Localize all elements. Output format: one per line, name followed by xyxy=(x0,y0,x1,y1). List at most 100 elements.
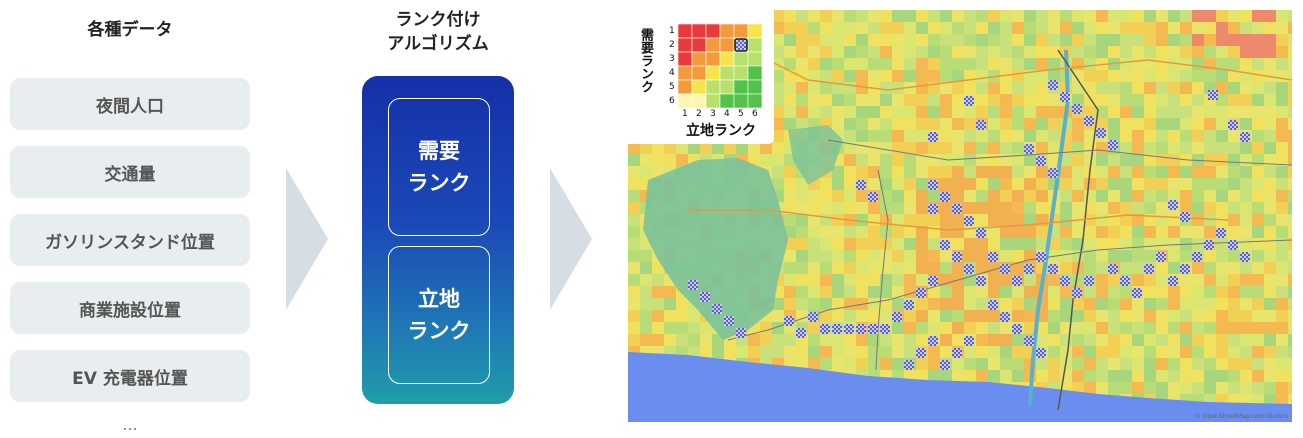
map-cell xyxy=(628,286,640,298)
map-cell xyxy=(628,178,640,190)
map-cell xyxy=(1096,370,1108,382)
map-cell xyxy=(1120,262,1132,274)
map-cell xyxy=(1228,46,1240,58)
map-cell xyxy=(1060,322,1072,334)
map-cell xyxy=(844,130,856,142)
map-cell xyxy=(1168,310,1180,322)
map-cell xyxy=(916,154,928,166)
map-cell xyxy=(1156,22,1168,34)
map-cell xyxy=(844,238,856,250)
map-cell xyxy=(1132,46,1144,58)
legend-cell xyxy=(747,51,762,67)
map-cell xyxy=(1180,178,1192,190)
map-cell xyxy=(1012,298,1024,310)
map-cell xyxy=(1072,166,1084,178)
map-cell xyxy=(1108,22,1120,34)
map-cell xyxy=(988,154,1000,166)
map-cell xyxy=(1036,94,1048,106)
map-cell xyxy=(856,46,868,58)
map-cell xyxy=(880,106,892,118)
legend-cell xyxy=(678,51,693,67)
map-cell xyxy=(952,82,964,94)
map-cell xyxy=(1264,166,1276,178)
map-cell xyxy=(856,34,868,46)
map-cell xyxy=(1120,70,1132,82)
map-cell xyxy=(1108,34,1120,46)
map-cell xyxy=(1216,322,1228,334)
map-cell xyxy=(1168,10,1180,22)
map-cell xyxy=(1216,118,1228,130)
map-cell xyxy=(916,106,928,118)
map-cell xyxy=(1192,178,1204,190)
map-highlight-cell xyxy=(1024,336,1034,346)
map-cell xyxy=(796,22,808,34)
map-cell xyxy=(1180,142,1192,154)
map-cell xyxy=(916,262,928,274)
map-cell xyxy=(868,202,880,214)
map-cell xyxy=(1264,322,1276,334)
map-cell xyxy=(640,142,652,154)
map-cell xyxy=(1096,166,1108,178)
map-cell xyxy=(1180,346,1192,358)
legend-x-tick: 3 xyxy=(710,109,716,119)
sea-shape xyxy=(628,352,1292,422)
map-cell xyxy=(1036,202,1048,214)
map-cell xyxy=(1012,58,1024,70)
legend-cell xyxy=(691,79,707,95)
map-cell xyxy=(844,310,856,322)
map-cell xyxy=(772,46,784,58)
map-cell xyxy=(916,58,928,70)
map-cell xyxy=(808,238,820,250)
map-cell xyxy=(1168,130,1180,142)
map-cell xyxy=(1264,82,1276,94)
map-cell xyxy=(640,250,652,262)
map-highlight-cell xyxy=(1192,252,1202,262)
map-cell xyxy=(1156,262,1168,274)
map-cell xyxy=(1132,34,1144,46)
map-cell xyxy=(1228,82,1240,94)
map-highlight-cell xyxy=(1048,80,1058,90)
map-cell xyxy=(1168,322,1180,334)
map-cell xyxy=(1120,298,1132,310)
map-cell xyxy=(820,22,832,34)
map-cell xyxy=(1192,34,1204,46)
map-cell xyxy=(904,250,916,262)
map-cell xyxy=(1120,82,1132,94)
map-cell xyxy=(820,238,832,250)
map-cell xyxy=(1120,94,1132,106)
map-cell xyxy=(964,370,976,382)
map-highlight-cell xyxy=(916,288,926,298)
map-cell xyxy=(904,226,916,238)
map-cell xyxy=(1108,70,1120,82)
map-cell xyxy=(832,334,844,346)
map-cell xyxy=(988,322,1000,334)
map-cell xyxy=(928,358,940,370)
map-cell xyxy=(784,298,796,310)
map-cell xyxy=(868,310,880,322)
map-cell xyxy=(640,286,652,298)
map-highlight-cell xyxy=(952,204,962,214)
map-cell xyxy=(1264,58,1276,70)
map-cell xyxy=(1264,22,1276,34)
map-cell xyxy=(1108,358,1120,370)
map-cell xyxy=(928,322,940,334)
map-cell xyxy=(1144,202,1156,214)
map-cell xyxy=(1156,34,1168,46)
map-highlight-cell xyxy=(1216,228,1226,238)
map-cell xyxy=(892,178,904,190)
map-cell xyxy=(1192,190,1204,202)
map-cell xyxy=(1036,58,1048,70)
map-cell xyxy=(1072,118,1084,130)
map-cell xyxy=(1252,154,1264,166)
map-cell xyxy=(976,130,988,142)
map-cell xyxy=(1012,310,1024,322)
map-cell xyxy=(1180,22,1192,34)
map-cell xyxy=(904,214,916,226)
map-cell xyxy=(1012,214,1024,226)
map-cell xyxy=(1060,202,1072,214)
map-cell xyxy=(880,262,892,274)
map-cell xyxy=(1192,94,1204,106)
map-highlight-cell xyxy=(700,292,710,302)
map-cell xyxy=(1156,202,1168,214)
map-cell xyxy=(628,250,640,262)
